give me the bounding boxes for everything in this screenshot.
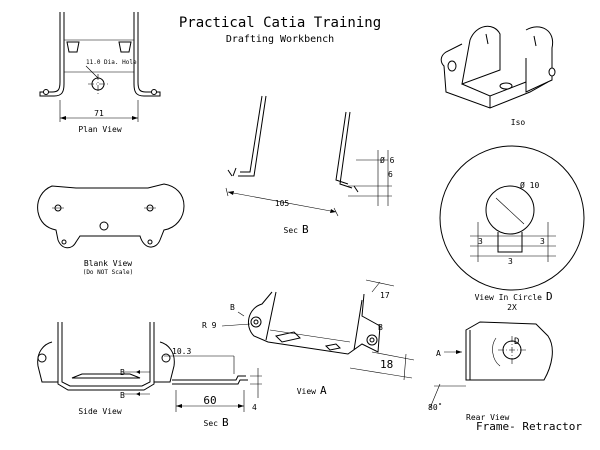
drawing-title: Practical Catia Training xyxy=(179,15,381,31)
rear-arrow-label: A xyxy=(436,349,441,358)
plan-hole-note: 11.0 Dia. Hole xyxy=(86,59,137,66)
rear-angle: 80˚ xyxy=(428,402,442,412)
view-a-radius: R 9 xyxy=(202,321,217,330)
sec-bottom-dim-offset: 10.3 xyxy=(172,347,191,356)
side-view-label: Side View xyxy=(78,407,122,416)
sec-bottom-label: Sec xyxy=(204,419,219,428)
iso-view: Iso xyxy=(440,25,556,127)
blank-view: Blank View (Do NOT Scale) xyxy=(37,183,185,276)
circle-d-view: Ø 10 3 3 3 View In Circle D 2X xyxy=(439,145,585,312)
sec-b-bottom: 10.3 60 4 Sec B xyxy=(164,347,262,429)
circle-d-label: View In Circle xyxy=(475,293,543,302)
circle-d-dim-dia: Ø 10 xyxy=(520,180,539,190)
part-name: Frame- Retractor xyxy=(476,420,582,433)
side-view: B B Side View xyxy=(37,322,175,416)
view-a-cut-left: B xyxy=(230,303,235,312)
rear-view-label: Rear View xyxy=(466,413,510,422)
sec-top-label-letter: B xyxy=(302,223,309,236)
blank-view-label: Blank View xyxy=(84,259,132,268)
sec-bottom-label-letter: B xyxy=(222,416,229,429)
circle-d-dim-bottom: 3 xyxy=(508,257,513,266)
circle-d-label-letter: D xyxy=(546,290,553,303)
drawing-subtitle: Drafting Workbench xyxy=(226,34,334,45)
view-a: R 9 B B 17 18 View A xyxy=(202,279,415,397)
view-a-dim-side: 18 xyxy=(380,358,393,371)
view-a-cut-right: B xyxy=(378,323,383,332)
sec-bottom-dim-thick: 4 xyxy=(252,403,257,412)
view-a-dim-top: 17 xyxy=(380,291,390,300)
rear-view: D A 80˚ Rear View xyxy=(428,321,553,422)
sec-top-dim-dia: Ø 6 xyxy=(380,155,395,165)
plan-dim-width: 71 xyxy=(94,109,104,118)
circle-d-dim-right: 3 xyxy=(540,237,545,246)
sec-top-label: Sec xyxy=(284,226,299,235)
circle-d-dim-left: 3 xyxy=(478,237,483,246)
sec-top-dim-offset: 6 xyxy=(388,170,393,179)
view-a-label-letter: A xyxy=(320,384,327,397)
sec-b-top: 105 Ø 6 6 Sec B xyxy=(225,95,395,236)
view-a-label: View xyxy=(297,387,316,396)
rear-detail-label: D xyxy=(514,337,519,347)
plan-view: 11.0 Dia. Hole 71 Plan View xyxy=(39,12,161,134)
side-cut-top: B xyxy=(120,368,125,377)
plan-view-label: Plan View xyxy=(78,125,122,134)
iso-view-label: Iso xyxy=(511,118,526,127)
circle-d-scale: 2X xyxy=(507,303,517,312)
side-cut-bottom: B xyxy=(120,391,125,400)
sec-bottom-dim-length: 60 xyxy=(203,394,216,407)
sec-top-dim-length: 105 xyxy=(275,199,290,208)
blank-view-note: (Do NOT Scale) xyxy=(83,269,134,276)
